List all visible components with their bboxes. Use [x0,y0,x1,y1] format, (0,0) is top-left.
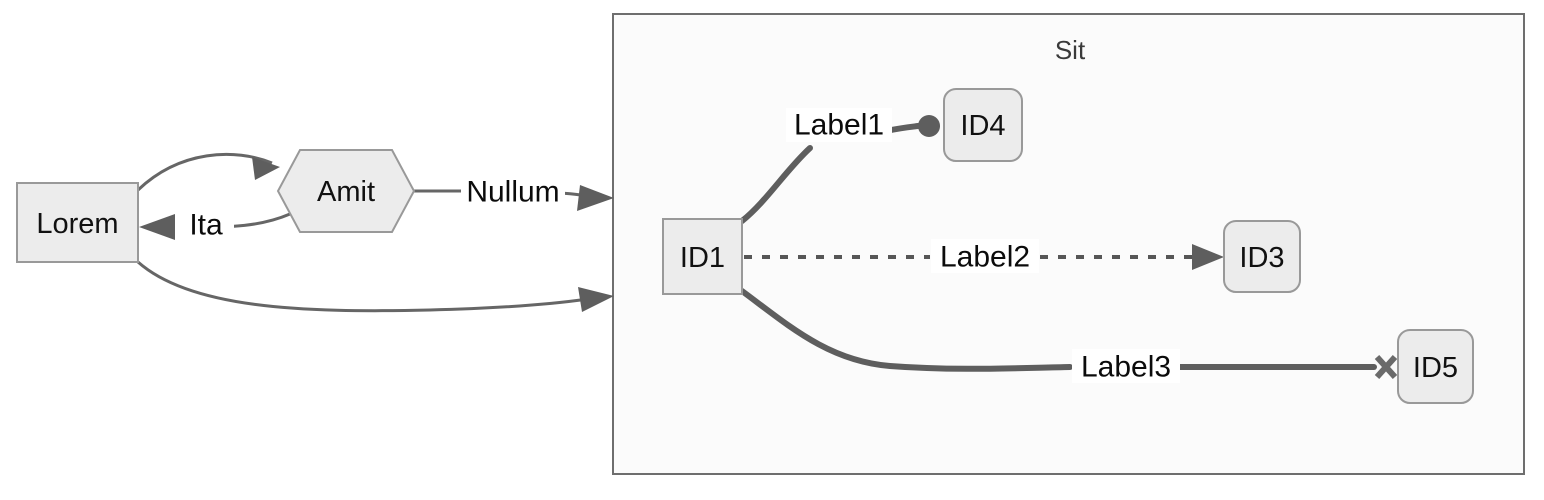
edge-lorem-to-amit-path [136,152,273,192]
node-id1-label: ID1 [680,242,725,274]
node-id4-shape [943,88,1023,162]
edge-label-label1: Label1 [794,109,884,142]
node-id3-label: ID3 [1239,242,1284,274]
edge-id1-to-id4-path-left [739,145,813,224]
node-id1-shape [662,218,743,295]
arrowhead-icon [577,185,614,211]
node-lorem[interactable]: Lorem [16,182,139,263]
node-id3-shape [1223,220,1301,293]
node-amit-shape [276,149,416,233]
subgraph-sit-box [612,13,1525,475]
node-lorem-label: Lorem [36,208,118,240]
arrowhead-icon [578,287,614,312]
cross-endpoint-icon [1374,354,1398,380]
node-id5-shape [1397,329,1474,404]
edge-label-backdrop [786,108,892,142]
arrowhead-icon [252,157,280,180]
edge-label-nullum: Nullum [466,176,559,209]
edge-label-label2: Label2 [940,241,1030,274]
subgraph-sit-title: Sit [1055,35,1086,65]
edge-label-backdrop [461,175,565,208]
circle-endpoint-icon [918,115,940,137]
edge-amit-to-cluster[interactable]: Nullum [414,175,614,211]
edge-lorem-to-cluster[interactable] [137,260,614,313]
edge-id1-to-id5[interactable]: Label3 [739,288,1398,384]
node-id4-label: ID4 [960,110,1005,142]
edge-lorem-to-amit[interactable] [136,152,280,192]
edge-label-backdrop [178,208,234,241]
edge-id1-to-id3[interactable]: Label2 [744,239,1224,274]
edge-id1-to-id4[interactable]: Label1 [739,108,940,224]
arrowhead-icon [1192,244,1224,270]
node-id1[interactable]: ID1 [662,218,743,295]
arrowhead-icon [139,214,175,240]
node-id3[interactable]: ID3 [1223,220,1301,293]
edge-label-backdrop [931,239,1039,273]
edge-label-ita: Ita [189,209,223,242]
edge-id1-to-id5-path-left [739,288,1073,372]
subgraph-sit[interactable]: Sit [612,13,1525,475]
node-lorem-shape [16,182,139,263]
edge-label-backdrop [1072,349,1180,383]
node-id4[interactable]: ID4 [943,88,1023,162]
edge-lorem-to-cluster-path [137,260,589,313]
node-id5-label: ID5 [1413,352,1458,384]
node-id5[interactable]: ID5 [1397,329,1474,404]
edge-label-label3: Label3 [1081,351,1171,384]
node-amit[interactable]: Amit [276,149,416,233]
node-amit-label: Amit [317,176,375,208]
edge-amit-to-lorem[interactable]: Ita [139,208,291,242]
